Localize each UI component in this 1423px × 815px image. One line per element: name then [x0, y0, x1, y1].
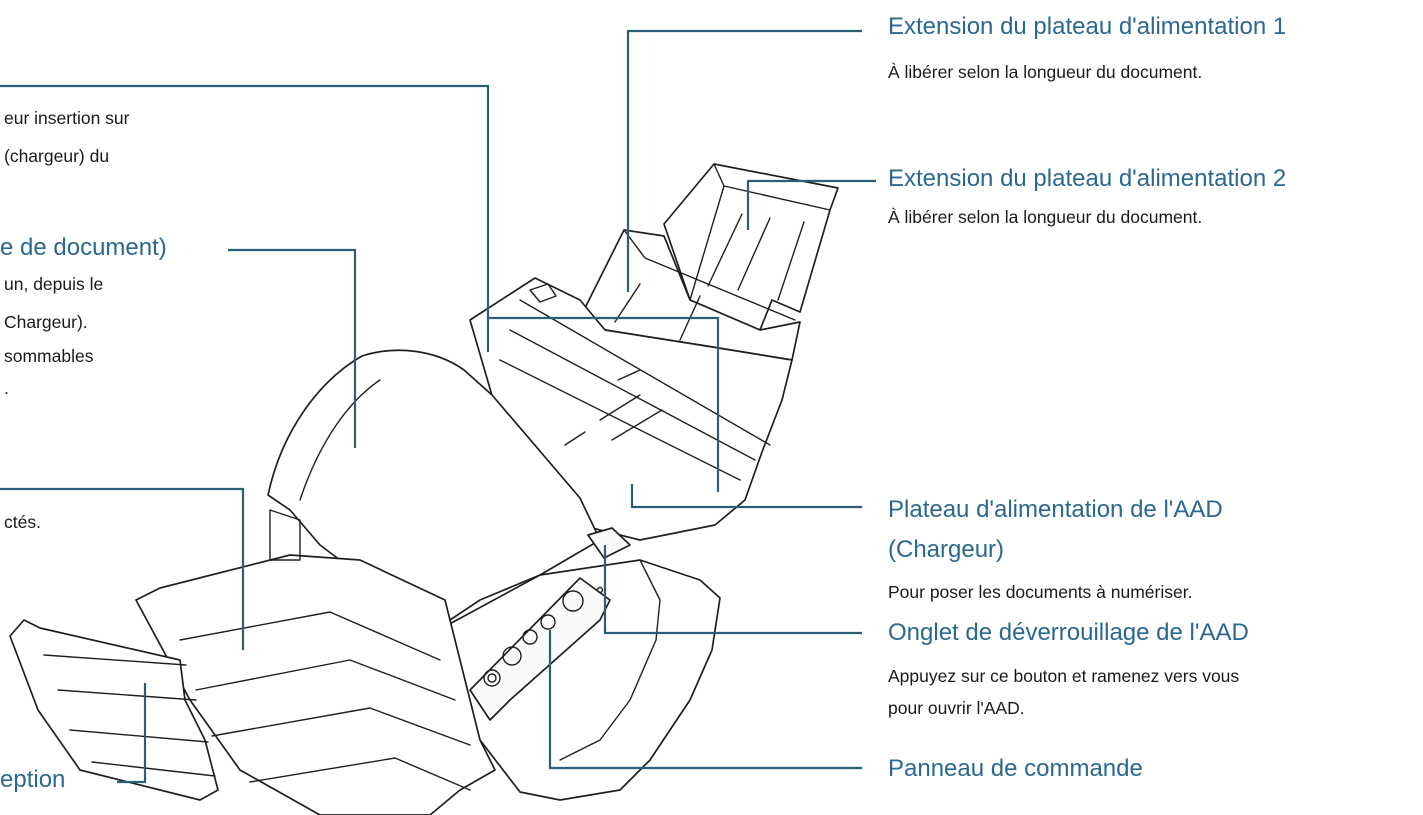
callout-title-line-2: (Chargeur) — [888, 536, 1005, 563]
callout-title: Panneau de commande — [888, 755, 1143, 782]
callout-description: eur insertion sur — [4, 108, 130, 128]
callout-description: À libérer selon la longueur du document. — [888, 207, 1203, 227]
leader-lines — [0, 29, 876, 784]
scanner-drawing — [9, 163, 839, 815]
callout-title: Plateau d'alimentation de l'AAD — [888, 496, 1223, 523]
callout-description: Appuyez sur ce bouton et ramenez vers vo… — [888, 666, 1240, 686]
leader-control-panel — [548, 630, 862, 770]
callout-description-line-2: (chargeur) du — [4, 146, 110, 166]
callout-title: e de document) — [0, 234, 167, 261]
callout-title: Extension du plateau d'alimentation 2 — [888, 165, 1287, 192]
leader-adf-tray — [630, 484, 862, 509]
callout-title: Extension du plateau d'alimentation 1 — [888, 13, 1287, 40]
stacker-extension-shape — [9, 619, 219, 801]
leader-extension-2 — [746, 179, 876, 230]
callout-description-line-3: sommables — [4, 346, 94, 366]
scanner-body-shape — [419, 559, 721, 801]
callout-description-line-4: . — [4, 378, 9, 398]
leader-stacker — [117, 683, 147, 784]
stacker-tray-shape — [135, 554, 496, 815]
leader-top-left — [0, 84, 490, 352]
control-panel-shape — [469, 577, 611, 721]
leader-document-cover — [228, 248, 357, 448]
callout-title: eption — [0, 766, 66, 793]
callout-description-line-2: Chargeur). — [4, 312, 88, 332]
callout-description: ctés. — [4, 512, 41, 532]
callout-description-line-2: pour ouvrir l'AAD. — [888, 698, 1025, 718]
callout-description: Pour poser les documents à numériser. — [888, 582, 1193, 602]
leader-feed-guides — [488, 316, 720, 492]
callout-description: un, depuis le — [4, 274, 104, 294]
callout-title: Onglet de déverrouillage de l'AAD — [888, 619, 1249, 646]
leader-extension-1 — [626, 29, 862, 292]
adf-release-tab-shape — [587, 527, 631, 559]
callout-description: À libérer selon la longueur du document. — [888, 62, 1203, 82]
leader-side-guides — [0, 487, 245, 650]
leader-adf-release — [603, 545, 862, 635]
